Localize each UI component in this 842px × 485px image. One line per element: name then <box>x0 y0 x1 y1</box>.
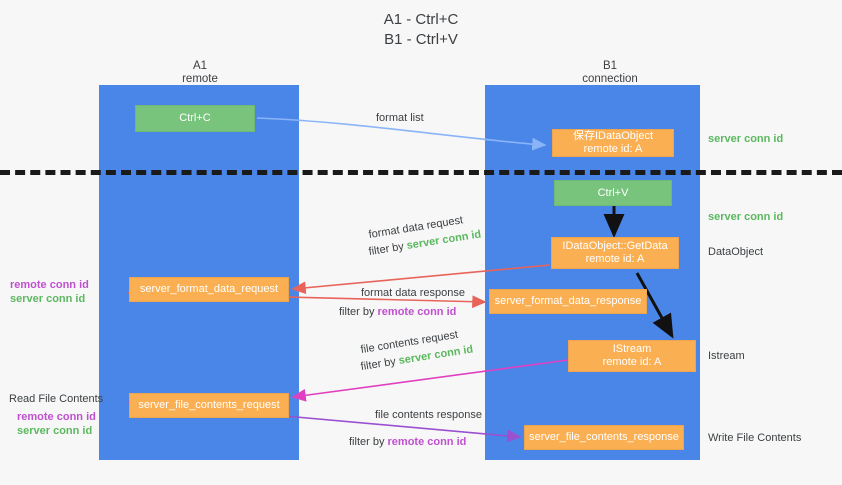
filter-prefix-4: filter by <box>349 436 388 448</box>
node-ctrl-c[interactable]: Ctrl+C <box>135 105 255 132</box>
right-label-server-conn-id-1: server conn id <box>708 133 784 145</box>
diagram-title: A1 - Ctrl+C B1 - Ctrl+V <box>383 11 459 48</box>
right-label-dataobject: DataObject <box>708 246 764 258</box>
lane-header-a1: A1 remote <box>182 60 218 85</box>
caption-format-list: format list <box>376 112 424 124</box>
filter-key-remote-conn-id-1: remote conn id <box>377 306 457 318</box>
phase-divider <box>0 170 842 175</box>
node-save-idataobject[interactable]: 保存IDataObject remote id: A <box>552 129 674 157</box>
node-ctrl-v[interactable]: Ctrl+V <box>554 180 672 206</box>
filter-prefix-3: filter by <box>359 355 400 374</box>
right-label-server-conn-id-2: server conn id <box>708 211 784 223</box>
left-label-server-conn-id-2: server conn id <box>17 425 93 437</box>
caption-file-contents-response: file contents response <box>375 409 483 421</box>
caption-format-data-response: format data response <box>361 287 465 299</box>
left-label-read-file-contents: Read File Contents <box>9 393 104 405</box>
node-server-format-data-request[interactable]: server_format_data_request <box>129 277 289 302</box>
left-label-server-conn-id-1: server conn id <box>10 293 86 305</box>
filter-prefix-2: filter by <box>339 306 378 318</box>
filter-prefix-1: filter by <box>367 240 408 259</box>
node-server-format-data-response[interactable]: server_format_data_response <box>489 289 647 314</box>
node-server-file-contents-request[interactable]: server_file_contents_request <box>129 393 289 418</box>
node-istream[interactable]: IStream remote id: A <box>568 340 696 372</box>
caption-file-contents-response-filter: filter by remote conn id <box>349 435 482 450</box>
left-label-remote-conn-id-1: remote conn id <box>10 279 89 291</box>
left-label-remote-conn-id-2: remote conn id <box>17 411 96 423</box>
lane-header-b1: B1 connection <box>582 60 638 85</box>
right-label-istream: Istream <box>708 350 745 362</box>
right-label-write-file-contents: Write File Contents <box>708 432 802 444</box>
filter-key-remote-conn-id-2: remote conn id <box>387 436 467 448</box>
node-idataobject-getdata[interactable]: IDataObject::GetData remote id: A <box>551 237 679 269</box>
node-server-file-contents-response[interactable]: server_file_contents_response <box>524 425 684 450</box>
caption-format-data-response-filter: filter by remote conn id <box>339 305 465 320</box>
